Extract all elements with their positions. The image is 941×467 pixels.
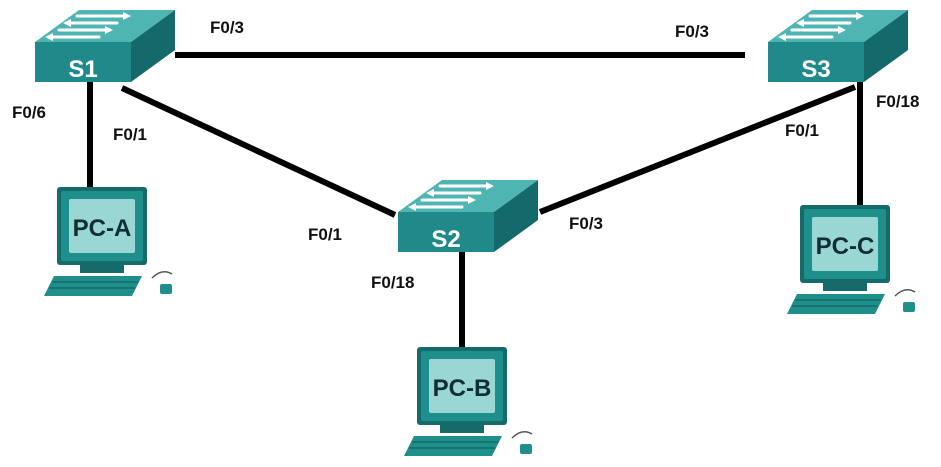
port-label-s3-f01: F0/1 xyxy=(785,121,819,140)
port-label-s2-f03: F0/3 xyxy=(569,214,603,233)
pc-c-label: PC-C xyxy=(816,233,875,260)
port-label-s2-f018: F0/18 xyxy=(371,273,414,292)
links xyxy=(87,52,863,347)
port-label-s2-f01: F0/1 xyxy=(308,225,342,244)
switch-s2-label: S2 xyxy=(431,226,460,253)
link-s2-s3 xyxy=(538,84,857,215)
pc-a-label: PC-A xyxy=(73,215,132,242)
switch-s2[interactable]: S2 xyxy=(396,178,540,254)
port-label-s1-f03: F0/3 xyxy=(210,18,244,37)
pc-b-label: PC-B xyxy=(433,375,492,402)
switch-s3[interactable]: S3 xyxy=(766,8,910,84)
port-label-s1-f01: F0/1 xyxy=(113,125,147,144)
pc-c[interactable]: PC-C xyxy=(786,204,916,315)
port-label-s1-f06: F0/6 xyxy=(12,103,46,122)
port-label-s3-f018: F0/18 xyxy=(876,92,919,111)
switch-s3-label: S3 xyxy=(801,56,830,83)
switch-s1[interactable]: S1 xyxy=(33,8,177,84)
port-label-s3-f03: F0/3 xyxy=(675,22,709,41)
pc-b[interactable]: PC-B xyxy=(403,346,533,457)
pc-a[interactable]: PC-A xyxy=(43,186,173,297)
link-s1-s2 xyxy=(120,85,397,218)
switch-s1-label: S1 xyxy=(68,56,97,83)
